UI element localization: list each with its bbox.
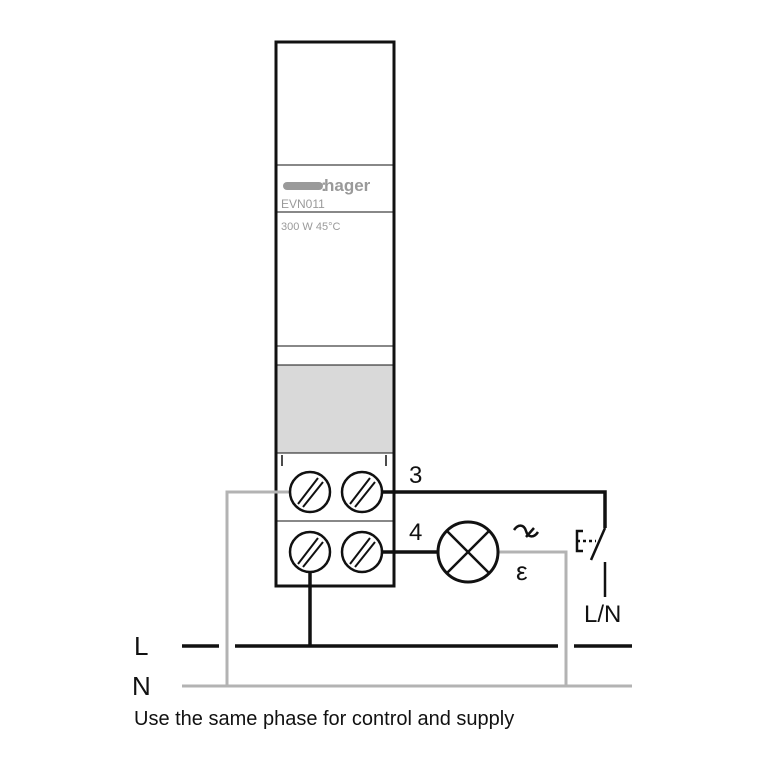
neutral-wire-lamp xyxy=(497,550,568,686)
push-button-icon xyxy=(575,527,607,597)
energy-saving-symbol-icon: ε xyxy=(516,556,528,586)
brand-colon: : xyxy=(321,176,327,195)
control-wire xyxy=(362,490,607,528)
terminal-3-label: 3 xyxy=(409,462,422,489)
live-label: L xyxy=(134,631,148,661)
terminal-screw xyxy=(340,470,384,514)
brand-logo-bar xyxy=(283,182,323,190)
incandescent-symbol-icon xyxy=(512,524,540,538)
neutral-label: N xyxy=(132,671,151,701)
dark-wires xyxy=(182,490,632,648)
terminal-block xyxy=(288,470,384,574)
module-window xyxy=(276,364,394,454)
lamp-icon xyxy=(436,520,500,584)
switch-supply-label: L/N xyxy=(584,601,621,628)
rating-label: 300 W 45°C xyxy=(281,221,340,233)
neutral-wire-terminal xyxy=(225,490,303,686)
grey-wires xyxy=(182,490,632,688)
caption: Use the same phase for control and suppl… xyxy=(134,708,514,730)
terminal-screw xyxy=(288,470,332,514)
terminal-4-label: 4 xyxy=(409,519,422,546)
model-number: EVN011 xyxy=(281,197,325,211)
terminal-screw xyxy=(340,530,384,574)
brand-logo: hager xyxy=(324,176,371,195)
terminal-screw xyxy=(288,530,332,574)
